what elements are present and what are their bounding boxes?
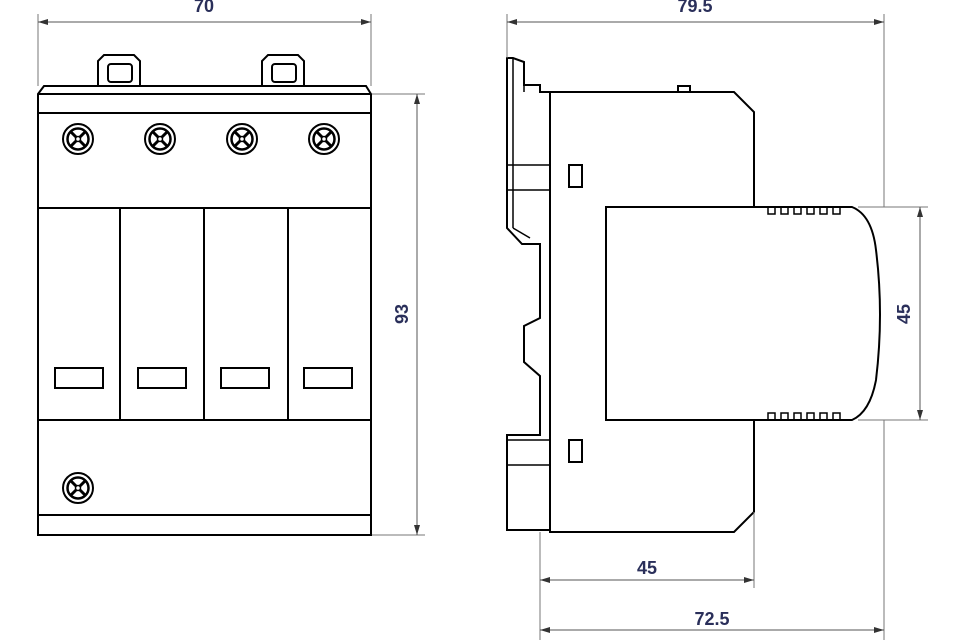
latch-window-top [568, 164, 583, 188]
rail-to-back-label: 72.5 [694, 609, 729, 629]
status-window-4 [303, 367, 353, 389]
screw-terminal-icon [225, 122, 259, 156]
depth-dimension: 79.5 [506, 0, 885, 207]
side-view: 79.5 45 45 72.5 [506, 0, 928, 640]
din-rail-clip [506, 57, 550, 531]
front-view: 70 93 [37, 0, 425, 536]
module-height-dimension: 45 [858, 206, 928, 421]
top-clip-right [261, 54, 305, 85]
grip-ridges-bottom [767, 412, 841, 420]
height-dimension: 93 [372, 93, 425, 536]
base-depth-label: 45 [637, 558, 657, 578]
plug-in-module [605, 206, 881, 421]
grip-ridges-top [767, 207, 841, 215]
status-window-3 [220, 367, 270, 389]
top-clip-left [97, 54, 141, 85]
height-label: 93 [392, 304, 412, 324]
status-window-1 [54, 367, 104, 389]
width-dimension: 70 [37, 0, 372, 86]
screw-terminal-icon [61, 471, 95, 505]
width-label: 70 [194, 0, 214, 16]
status-window-2 [137, 367, 187, 389]
rail-to-back-dimension: 72.5 [540, 420, 885, 640]
module-height-label: 45 [894, 304, 914, 324]
latch-window-bottom [568, 439, 583, 463]
screw-terminal-icon [307, 122, 341, 156]
depth-label: 79.5 [677, 0, 712, 16]
screw-terminal-icon [61, 122, 95, 156]
screw-terminal-icon [143, 122, 177, 156]
base-depth-dimension: 45 [539, 512, 755, 640]
